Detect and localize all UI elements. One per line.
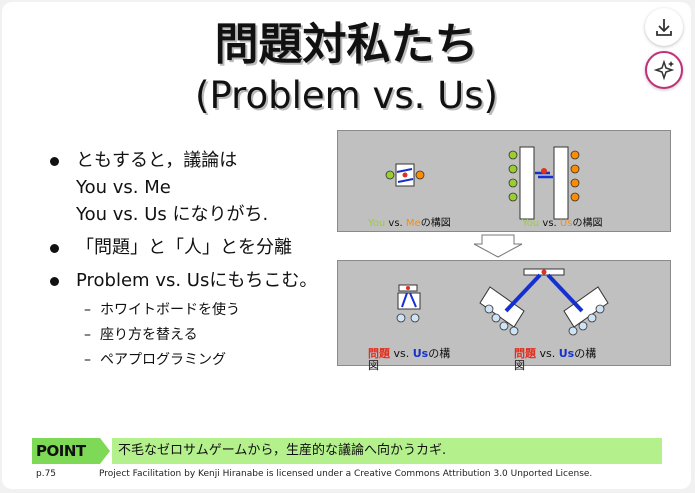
sparkle-icon	[653, 59, 675, 81]
bullet-dot	[50, 244, 59, 253]
point-bar: POINT 不毛なゼロサムゲームから，生産的な議論へ向かうカギ.	[32, 438, 662, 464]
caption-you-vs-me: You vs. Meの構図	[368, 218, 451, 229]
caption-you-vs-us: You vs. Usの構図	[522, 218, 603, 229]
arrow-down-icon	[473, 234, 523, 258]
bullet-line: You vs. Us になりがち.	[76, 204, 269, 225]
caption-left-problem-vs-us: 問題 vs. Usの構図	[368, 347, 451, 372]
point-label: POINT	[32, 438, 100, 464]
diagram-problem-vs-us: 問題 vs. Usの構図 問題 vs. Usの構図	[337, 260, 671, 372]
diagram-bottom-illustration	[396, 268, 609, 336]
bullet-dot	[50, 157, 59, 166]
download-icon	[656, 19, 672, 36]
bullet-item: 「問題」と「人」とを分離	[46, 234, 336, 261]
bullet-item: ともすると，議論は You vs. Me You vs. Us になりがち.	[46, 147, 336, 228]
bullet-list: ともすると，議論は You vs. Me You vs. Us になりがち. 「…	[46, 147, 336, 373]
point-text: 不毛なゼロサムゲームから，生産的な議論へ向かうカギ.	[112, 438, 662, 464]
sub-bullet-list: –ホワイトボードを使う –座り方を替える –ペアプログラミング	[46, 298, 336, 373]
caption-right-problem-vs-us: 問題 vs. Usの構図	[514, 347, 597, 372]
diagram-you-vs-me: You vs. Meの構図 You vs. Usの構図	[337, 130, 671, 232]
sub-bullet-item: –ペアプログラミング	[84, 352, 226, 368]
bullet-item: Problem vs. Usにもちこむ。	[46, 267, 336, 294]
slide-subtitle: (Problem vs. Us)	[195, 74, 498, 117]
bullet-dot	[50, 277, 59, 286]
slide-title: 問題対私たち	[214, 19, 479, 70]
bullet-line: 「問題」と「人」とを分離	[76, 237, 292, 258]
bullet-line: ともすると，議論は	[76, 150, 238, 171]
bullet-line: Problem vs. Usにもちこむ。	[76, 270, 318, 291]
download-button[interactable]	[645, 8, 683, 46]
ai-assist-button[interactable]	[645, 51, 683, 89]
slide: 問題対私たち (Problem vs. Us) ともすると，議論は You vs…	[2, 2, 691, 489]
bullet-line: You vs. Me	[76, 177, 171, 198]
page-number: p.75	[36, 469, 57, 479]
sub-bullet-item: –ホワイトボードを使う	[84, 302, 240, 318]
point-arrow	[100, 438, 110, 464]
license-text: Project Facilitation by Kenji Hiranabe i…	[99, 469, 593, 479]
diagram-top-illustration	[385, 146, 580, 220]
sub-bullet-item: –座り方を替える	[84, 327, 198, 343]
